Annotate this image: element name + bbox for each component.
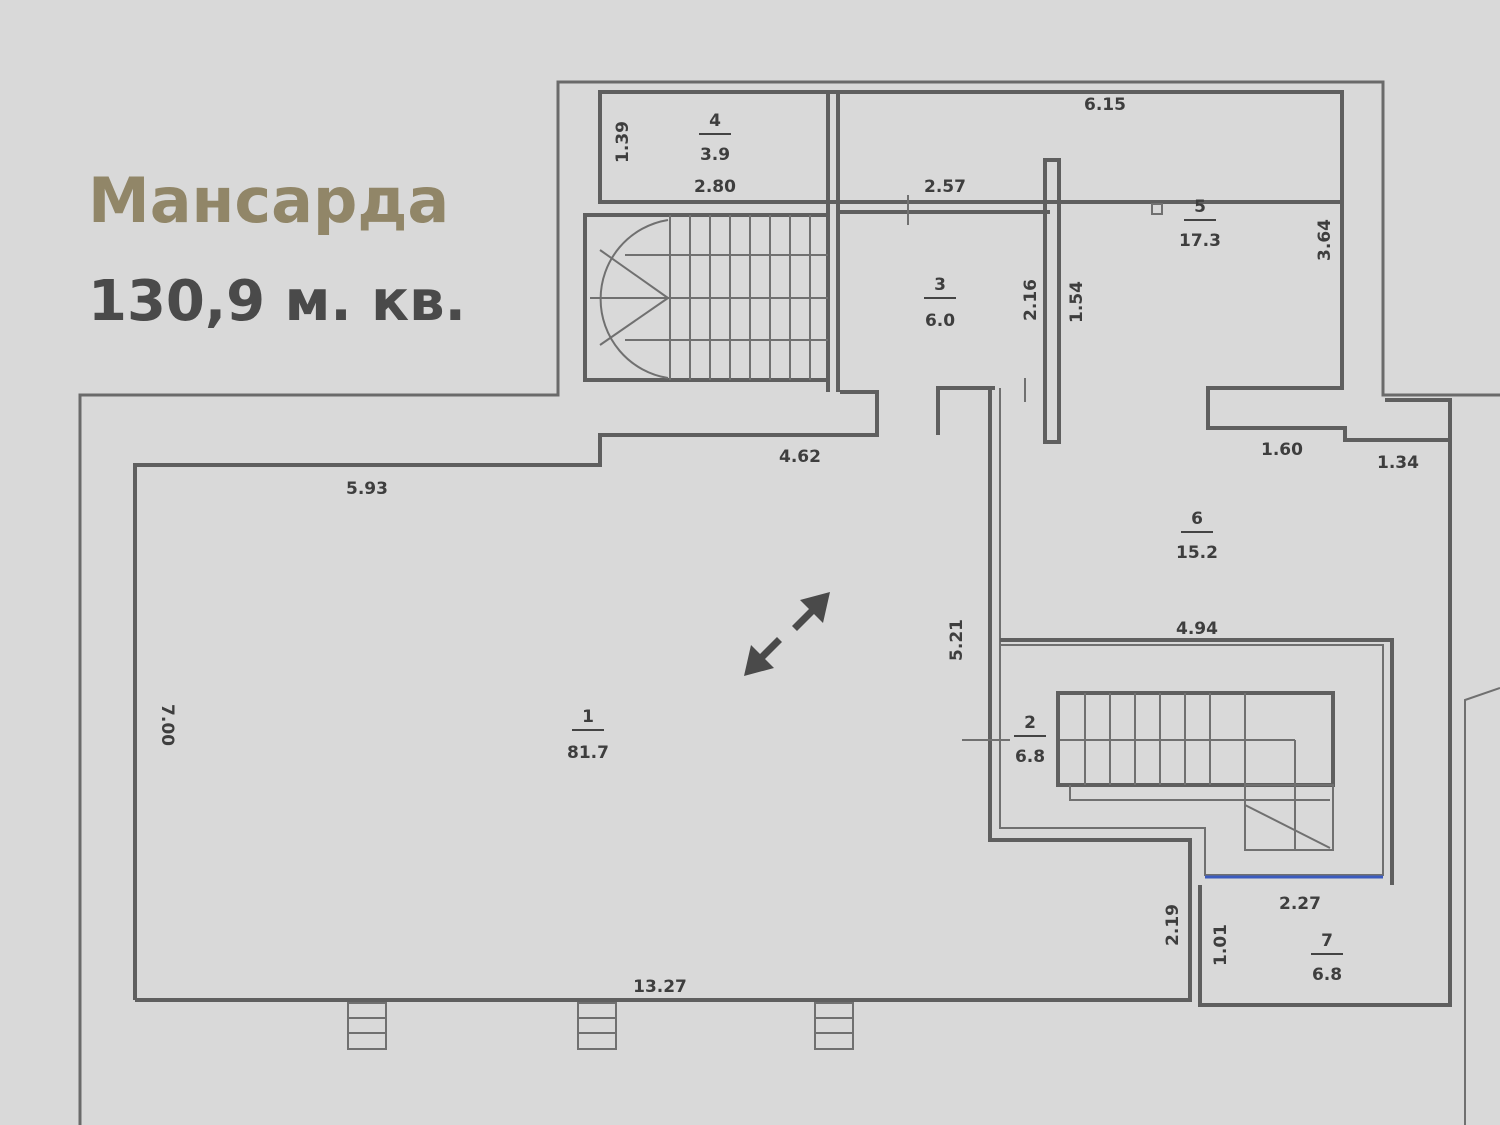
room-7-label: 76.8	[1311, 931, 1343, 985]
dimension-label: 2.19	[1163, 904, 1183, 946]
entrance-steps	[347, 1002, 854, 1050]
dimension-label: 4.94	[1176, 619, 1218, 639]
dimension-label: 2.27	[1279, 894, 1321, 914]
dimension-label: 1.54	[1067, 281, 1087, 323]
dimension-label: 1.39	[613, 121, 633, 163]
room-label-text: 2	[1024, 713, 1036, 733]
room-3-label: 36.0	[924, 275, 956, 331]
dimension-label: 2.80	[694, 177, 736, 197]
room-label-text: 3	[934, 275, 946, 295]
staircase-lower	[962, 691, 1335, 851]
dimension-label: 2.16	[1021, 279, 1041, 321]
room-label-text: 6.0	[925, 311, 955, 331]
dimension-label: 1.34	[1377, 453, 1419, 473]
dimension-label: 1.01	[1211, 924, 1231, 966]
diagonal-arrows-icon	[744, 592, 830, 676]
upper-walls	[598, 90, 1452, 444]
room-label-text: 6	[1191, 509, 1203, 529]
room-label-text: 81.7	[567, 743, 609, 763]
room-label-text: 4	[709, 111, 721, 131]
room-labels: 181.7 26.8 36.0 43.9 517.3 615.2 76.8	[567, 111, 1343, 985]
room-6-label: 615.2	[1176, 509, 1218, 563]
dimension-label: 4.62	[779, 447, 821, 467]
room-label-text: 5	[1194, 197, 1206, 217]
dimension-label: 2.57	[924, 177, 966, 197]
dimension-label: 3.64	[1315, 219, 1335, 261]
dimension-label: 13.27	[633, 977, 687, 997]
room-2-label: 26.8	[1014, 713, 1046, 767]
room-label-text: 3.9	[700, 145, 730, 165]
room-4-label: 43.9	[699, 111, 731, 165]
dimension-label: 1.60	[1261, 440, 1303, 460]
plan-total-area: 130,9 м. кв.	[88, 269, 466, 334]
staircase-upper	[583, 213, 830, 382]
outer-walls	[78, 80, 1500, 1125]
dimension-labels: 6.15 2.80 1.39 2.57 3.64 2.16 1.54 1.60 …	[157, 95, 1419, 997]
room-label-text: 6.8	[1312, 965, 1342, 985]
room-label-text: 1	[582, 707, 594, 727]
dimension-label: 6.15	[1084, 95, 1126, 115]
dimension-label: 7.00	[157, 704, 177, 746]
dimension-label: 5.93	[346, 479, 388, 499]
room-label-text: 7	[1321, 931, 1333, 951]
room-label-text: 15.2	[1176, 543, 1218, 563]
room-label-text: 6.8	[1015, 747, 1045, 767]
room-label-text: 17.3	[1179, 231, 1221, 251]
room-1-label: 181.7	[567, 707, 609, 763]
room-5-label: 517.3	[1179, 197, 1221, 251]
plan-title: Мансарда	[88, 164, 449, 237]
dimension-label: 5.21	[947, 619, 967, 661]
